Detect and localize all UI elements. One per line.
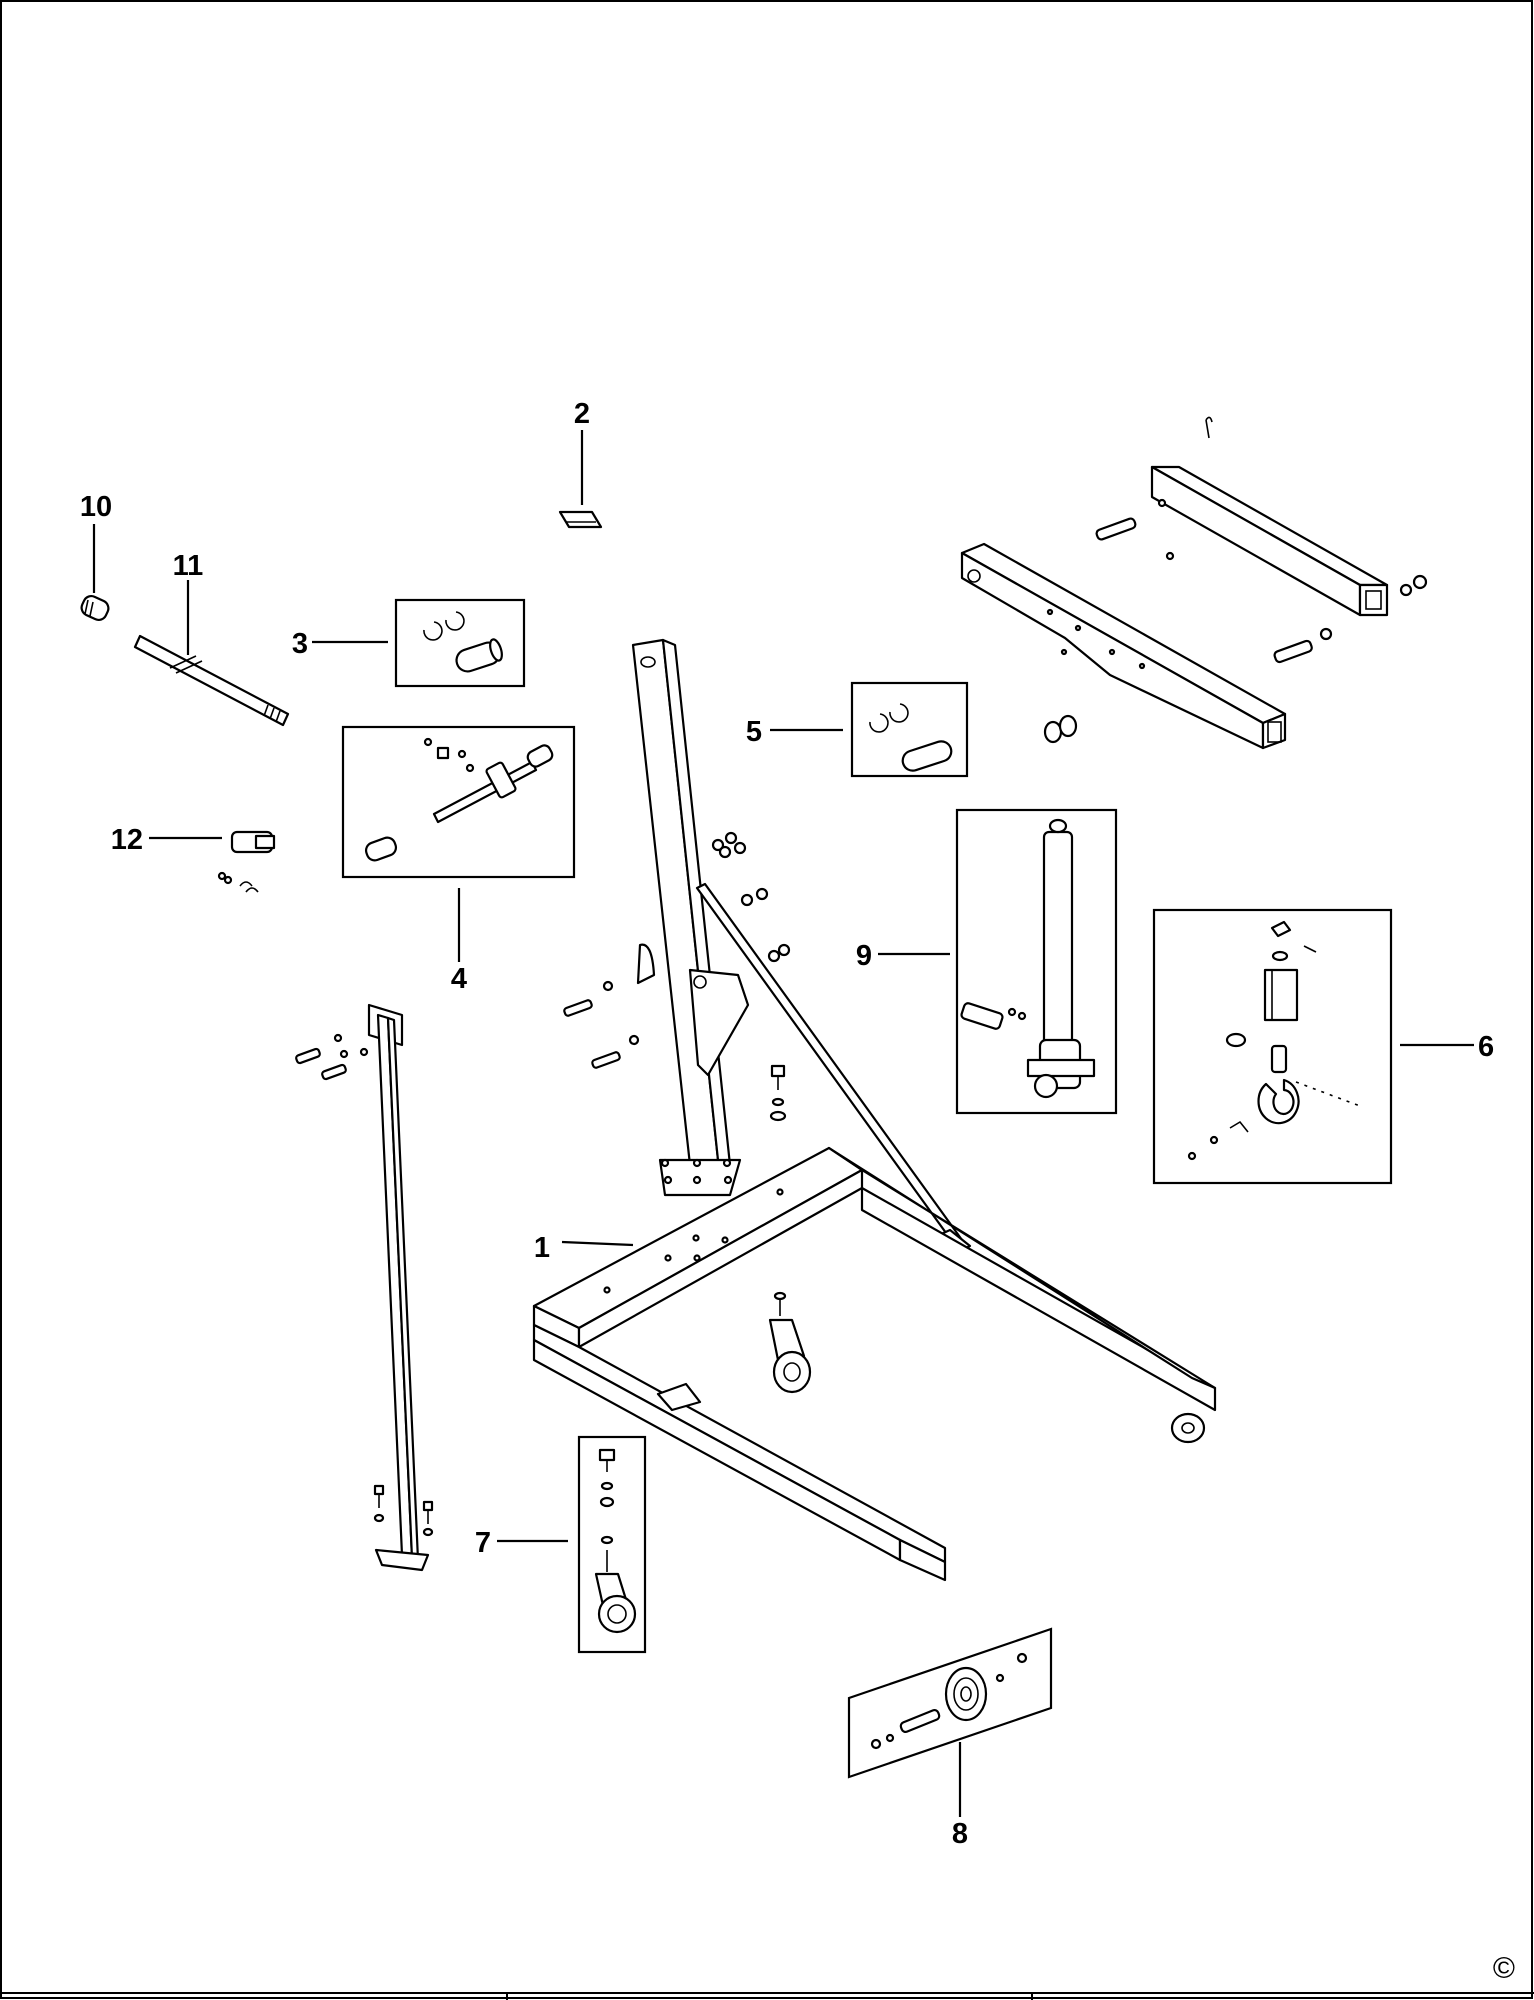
callout-1: 1 [534, 1232, 550, 1264]
callout-3: 3 [292, 628, 308, 660]
callout-5: 5 [746, 716, 762, 748]
boom-main-arm [960, 542, 1287, 750]
boom-extension [1095, 416, 1428, 664]
callout-12: 12 [111, 824, 143, 856]
callout-2: 2 [574, 398, 590, 430]
part-10-handle-grip [80, 594, 110, 622]
callout-labels: 1 2 3 4 5 6 7 8 9 10 11 12 [80, 398, 1494, 1850]
callout-8: 8 [952, 1818, 968, 1850]
leader-lines [92, 430, 1474, 1817]
part-4-pump-handle-assembly [341, 725, 576, 879]
part-8-front-wheel [847, 1627, 1053, 1779]
part-6-hook-assembly [1152, 908, 1393, 1185]
mast-upright [563, 638, 791, 1197]
part-3-pin-kit [394, 598, 526, 688]
part-11-handle-bar [133, 634, 290, 727]
part-1-base-frame [532, 1146, 1217, 1582]
side-leg [295, 1003, 434, 1572]
callout-9: 9 [856, 940, 872, 972]
leader-1 [561, 1240, 634, 1247]
part-12-clevis [217, 830, 276, 893]
callout-6: 6 [1478, 1031, 1494, 1063]
callout-10: 10 [80, 491, 112, 523]
part-7-caster-wheel [577, 1435, 647, 1654]
copyright-mark: © [1493, 1952, 1515, 1985]
part-2-label-plate [558, 510, 603, 529]
callout-7: 7 [475, 1527, 491, 1559]
part-5-pin-kit [850, 681, 969, 778]
callout-4: 4 [451, 963, 467, 995]
part-9-hydraulic-ram [955, 808, 1118, 1115]
callout-11: 11 [173, 550, 204, 582]
